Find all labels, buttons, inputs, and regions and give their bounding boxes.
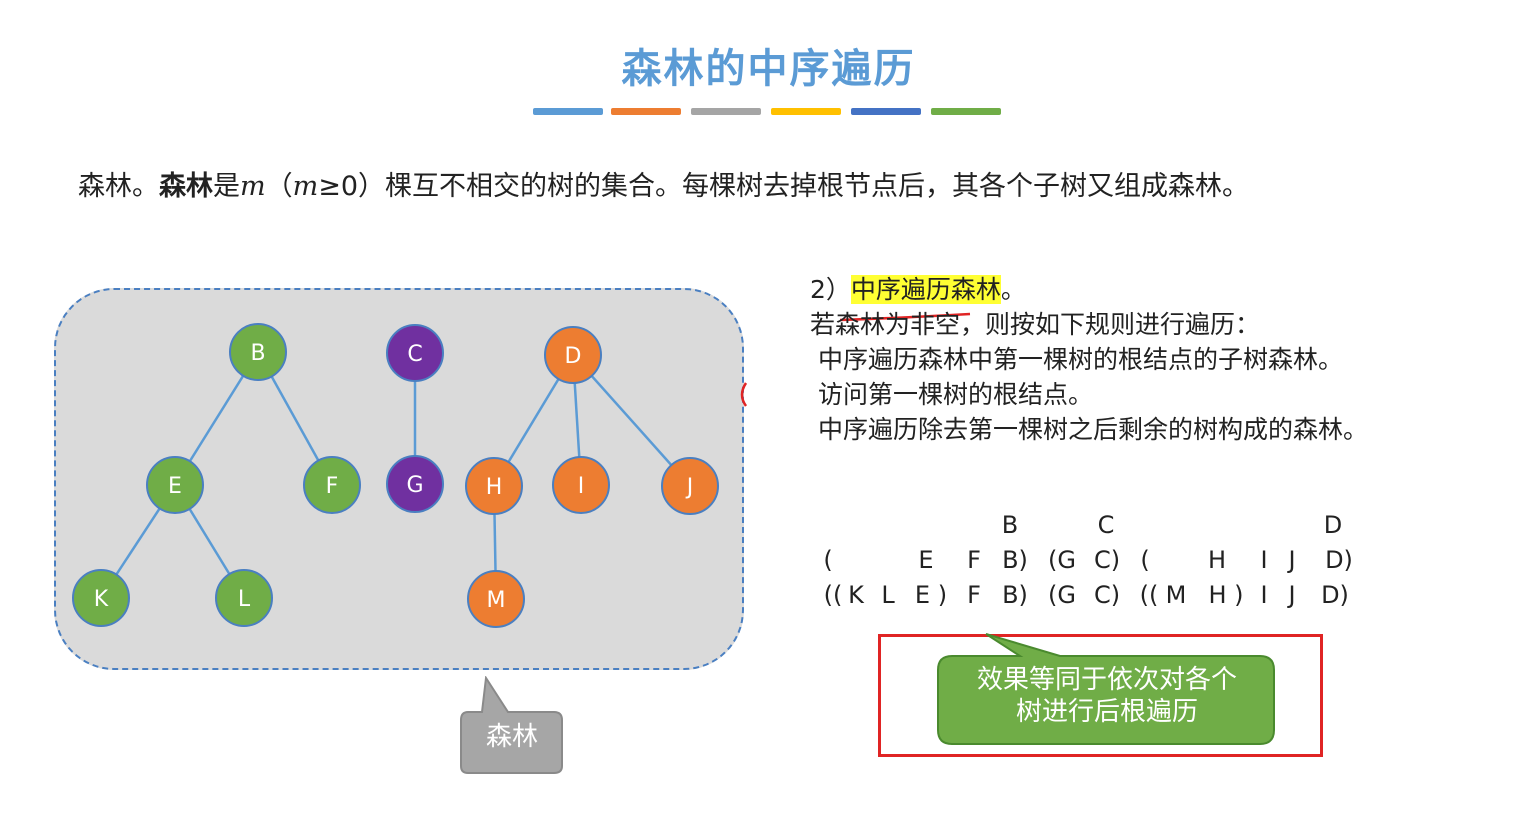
seq-row2-3: B) xyxy=(1002,546,1028,574)
rules-heading-prefix: 2） xyxy=(810,275,851,304)
tree-node-G: G xyxy=(386,455,444,513)
definition-part4: （ xyxy=(265,171,293,202)
seq-row1-D: D xyxy=(1323,511,1343,539)
definition-m2: m xyxy=(292,171,319,202)
title-strip-1 xyxy=(533,108,603,115)
seq-row2-5: C) xyxy=(1093,546,1121,574)
seq-row3-4: F xyxy=(967,581,981,609)
seq-row3-12: J xyxy=(1288,581,1296,609)
green-callout-line1: 效果等同于依次对各个 xyxy=(976,665,1237,695)
seq-row3-9: M xyxy=(1165,581,1187,609)
red-highlight-box xyxy=(878,634,1323,757)
seq-row3-13: D) xyxy=(1321,581,1349,609)
node-label-J: J xyxy=(685,475,694,500)
node-label-D: D xyxy=(565,344,582,369)
seq-row3-1: K xyxy=(848,581,864,609)
definition-text: 森林。森林是m（m≥0）棵互不相交的树的集合。每棵树去掉根节点后，其各个子树又组… xyxy=(78,164,1249,203)
pen-annotation-strike xyxy=(839,312,971,322)
node-label-B: B xyxy=(250,341,265,366)
green-callout-text: 效果等同于依次对各个 树进行后根遍历 xyxy=(940,664,1274,728)
tree-node-C: C xyxy=(386,324,444,382)
tree-node-J: J xyxy=(661,457,719,515)
rules-line-3: 访问第一棵树的根结点。 xyxy=(818,380,1094,409)
title-strip-2 xyxy=(611,108,681,115)
definition-part3: 是 xyxy=(213,171,240,202)
seq-row3-0: (( xyxy=(823,581,843,609)
seq-row2-7: H xyxy=(1207,546,1227,574)
seq-row3-11: I xyxy=(1260,581,1268,609)
title-strip-4 xyxy=(771,108,841,115)
tree-node-L: L xyxy=(215,569,273,627)
seq-row3-2: L xyxy=(881,581,895,609)
seq-row3-6: (G xyxy=(1048,581,1076,609)
node-label-F: F xyxy=(326,474,339,499)
seq-row3-7: C) xyxy=(1093,581,1121,609)
seq-row2-2: F xyxy=(967,546,981,574)
tree-node-B: B xyxy=(229,323,287,381)
node-label-E: E xyxy=(168,474,182,499)
title-strip-5 xyxy=(851,108,921,115)
node-label-C: C xyxy=(407,342,422,367)
nodes-group: B E F K L C G D H I J M xyxy=(72,323,719,628)
rules-line-1: 若森林为非空，则按如下规则进行遍历： xyxy=(810,310,1261,339)
traversal-rules: 2）中序遍历森林。 若森林为非空，则按如下规则进行遍历： 中序遍历森林中第一棵树… xyxy=(810,272,1368,447)
pen-annotation-mark xyxy=(740,382,748,407)
definition-term: 森林 xyxy=(159,171,213,202)
definition-part5: ≥0）棵互不相交的树的集合。每棵树去掉根节点后，其各个子树又组成森林。 xyxy=(318,171,1250,202)
title-strip-6 xyxy=(931,108,1001,115)
tree-node-K: K xyxy=(72,569,130,627)
rules-heading-highlight: 中序遍历森林 xyxy=(850,275,1001,304)
tree-node-M: M xyxy=(467,570,525,628)
seq-row2-1: E xyxy=(918,546,934,574)
node-label-G: G xyxy=(406,473,423,498)
rules-heading: 2）中序遍历森林。 xyxy=(810,272,1368,307)
definition-m1: m xyxy=(240,171,266,202)
node-label-I: I xyxy=(578,474,585,499)
node-label-K: K xyxy=(94,587,109,612)
seq-row3-8: (( xyxy=(1139,581,1159,609)
node-label-H: H xyxy=(486,475,503,500)
definition-part1: 森林。 xyxy=(78,171,159,202)
seq-row3-5: B) xyxy=(1002,581,1028,609)
tree-node-E: E xyxy=(146,456,204,514)
node-label-M: M xyxy=(487,588,506,613)
rules-line-4: 中序遍历除去第一棵树之后剩余的树构成的森林。 xyxy=(818,415,1369,444)
seq-row1-B: B xyxy=(1001,511,1019,539)
edge-D-J xyxy=(572,354,691,487)
tree-node-D: D xyxy=(544,326,602,384)
seq-row2-6: ( xyxy=(1140,546,1150,574)
tree-node-F: F xyxy=(303,456,361,514)
seq-row2-4: (G xyxy=(1048,546,1076,574)
green-callout xyxy=(937,633,1275,745)
seq-row2-0: ( xyxy=(823,546,833,574)
tree-node-I: I xyxy=(552,456,610,514)
seq-row2-9: J xyxy=(1288,546,1296,574)
forest-callout xyxy=(460,676,563,774)
title-strip-3 xyxy=(691,108,761,115)
seq-row2-8: I xyxy=(1260,546,1268,574)
green-callout-line2: 树进行后根遍历 xyxy=(1015,697,1198,727)
seq-row1-C: C xyxy=(1097,511,1115,539)
seq-row3-10: H ) xyxy=(1208,581,1244,609)
node-label-L: L xyxy=(238,587,251,612)
seq-row3-3: E ) xyxy=(914,581,948,609)
forest-callout-label: 森林 xyxy=(485,722,538,752)
rules-heading-suffix: 。 xyxy=(1000,275,1026,304)
slide-title: 森林的中序遍历 xyxy=(621,46,916,92)
rules-line-2: 中序遍历森林中第一棵树的根结点的子树森林。 xyxy=(818,345,1344,374)
seq-row2-10: D) xyxy=(1325,546,1353,574)
tree-node-H: H xyxy=(465,457,523,515)
